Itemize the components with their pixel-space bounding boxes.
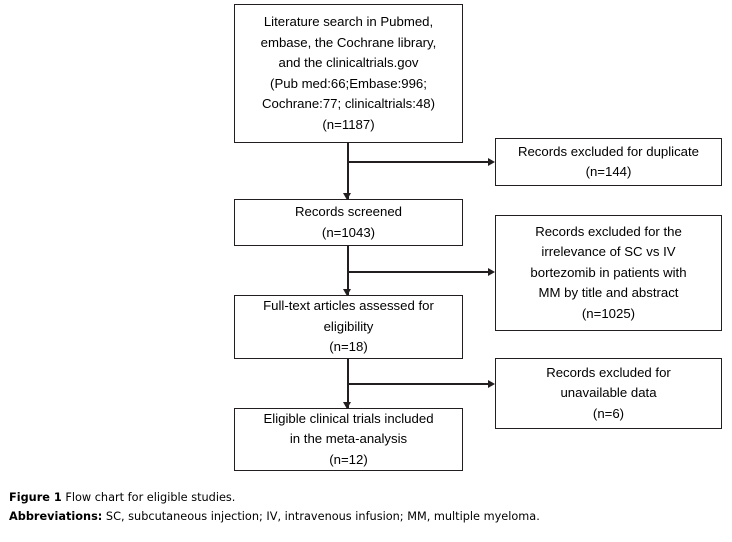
figure-caption: Figure 1 Flow chart for eligible studies…	[9, 488, 725, 526]
connector-branch-to-excluded-irrelevant	[347, 271, 488, 273]
connector-search-to-screened	[347, 143, 349, 199]
flow-node-records-screened-label: Records screened (n=1043)	[294, 204, 403, 240]
arrowhead-right-icon	[488, 379, 495, 388]
arrowhead-down-icon	[343, 289, 352, 296]
flow-node-excluded-unavailable: Records excluded for unavailable data (n…	[495, 358, 722, 429]
arrowhead-down-icon	[343, 193, 352, 200]
abbreviations-text: SC, subcutaneous injection; IV, intraven…	[102, 510, 540, 523]
figure-number-label: Figure 1	[9, 491, 62, 504]
flow-node-fulltext-assessed-label: Full-text articles assessed for eligibil…	[263, 298, 434, 355]
flow-node-literature-search: Literature search in Pubmed, embase, the…	[234, 4, 463, 143]
flow-node-fulltext-assessed: Full-text articles assessed for eligibil…	[234, 295, 463, 359]
flow-node-excluded-irrelevant: Records excluded for the irrelevance of …	[495, 215, 722, 331]
flow-node-eligible-included-label: Eligible clinical trials included in the…	[263, 410, 434, 467]
connector-branch-to-excluded-duplicate	[347, 161, 488, 163]
abbreviations-label: Abbreviations:	[9, 510, 103, 523]
figure-caption-title-line: Figure 1 Flow chart for eligible studies…	[9, 488, 725, 507]
flow-node-eligible-included: Eligible clinical trials included in the…	[234, 408, 463, 471]
figure-caption-abbreviations-line: Abbreviations: SC, subcutaneous injectio…	[9, 507, 725, 526]
flow-node-excluded-unavailable-label: Records excluded for unavailable data (n…	[546, 364, 671, 421]
arrowhead-right-icon	[488, 157, 495, 166]
arrowhead-right-icon	[488, 267, 495, 276]
flow-node-excluded-duplicate: Records excluded for duplicate (n=144)	[495, 138, 722, 186]
connector-branch-to-excluded-unavailable	[347, 383, 488, 385]
figure-title-text: Flow chart for eligible studies.	[61, 491, 236, 504]
arrowhead-down-icon	[343, 402, 352, 409]
flow-chart-figure: Literature search in Pubmed, embase, the…	[234, 4, 722, 471]
flow-node-records-screened: Records screened (n=1043)	[234, 199, 463, 246]
flow-node-excluded-duplicate-label: Records excluded for duplicate (n=144)	[517, 143, 700, 180]
connector-screened-to-fulltext	[347, 246, 349, 295]
flow-node-excluded-irrelevant-label: Records excluded for the irrelevance of …	[530, 223, 687, 321]
flow-node-literature-search-label: Literature search in Pubmed, embase, the…	[260, 14, 437, 132]
